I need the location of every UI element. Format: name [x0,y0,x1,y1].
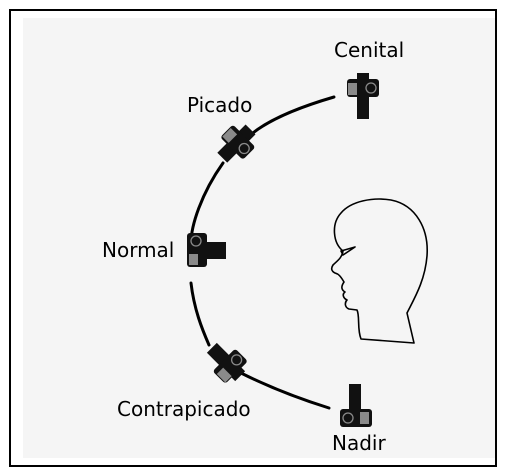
normal-label: Normal [102,238,175,262]
contrapicado-label: Contrapicado [117,397,251,421]
head-profile-icon [330,198,428,344]
nadir-label: Nadir [332,431,386,455]
normal-camera-icon [187,233,226,267]
nadir-camera-icon [340,384,372,427]
figure-frame: Cenital Picado Normal Contrapicado Nadir [9,9,497,467]
cenital-label: Cenital [334,38,405,62]
camera-angles-diagram [187,73,428,427]
picado-camera-icon [217,124,256,163]
angle-arc [189,95,336,410]
cenital-camera-icon [347,73,379,119]
contrapicado-camera-icon [206,342,247,383]
picado-label: Picado [187,93,253,117]
diagram-panel [23,18,495,458]
